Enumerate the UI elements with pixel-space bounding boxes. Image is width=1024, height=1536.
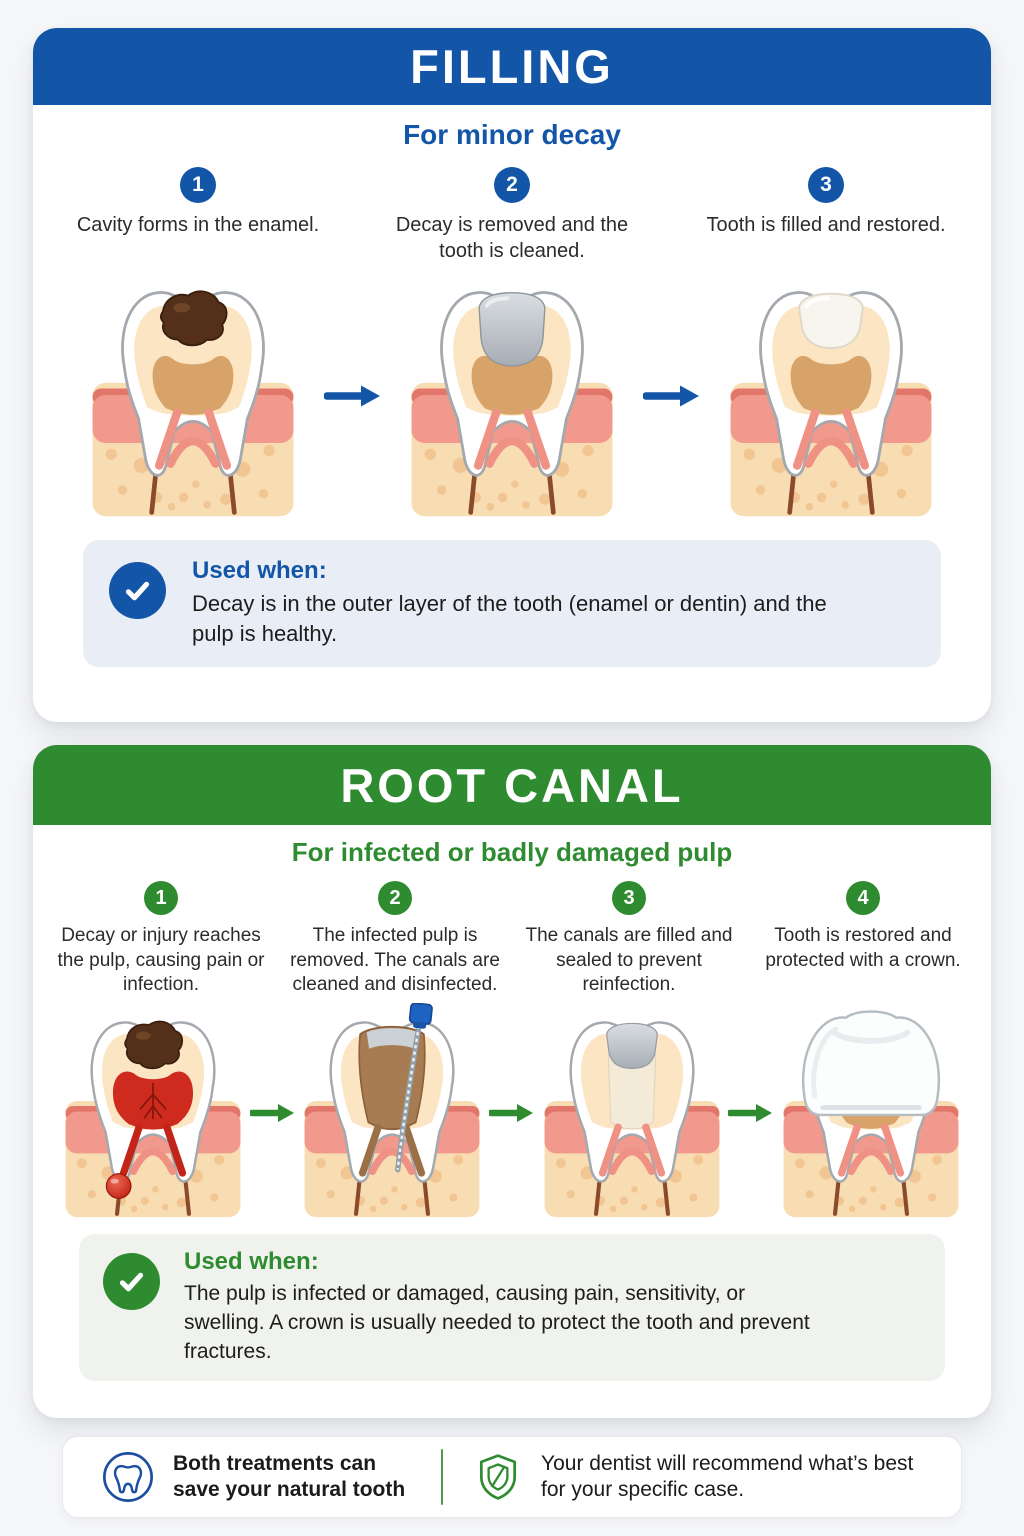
filling-step-1: 1 Cavity forms in the enamel. [73,167,323,264]
filling-illustrations-row [33,270,991,522]
root-canal-title: ROOT CANAL [340,758,684,812]
filling-title: FILLING [410,40,614,93]
step-text: The infected pulp is removed. The canals… [290,925,500,996]
root-canal-illustrations-row [33,1003,991,1222]
step-number-badge: 2 [378,881,412,915]
step-number-badge: 1 [144,881,178,915]
filling-steps-row: 1 Cavity forms in the enamel. 2 Decay is… [33,167,991,264]
tooth-crown-illustration [777,1003,965,1222]
step-number-badge: 3 [808,167,844,203]
tooth-icon [101,1450,155,1504]
arrow-right-icon [249,1102,296,1124]
tooth-decay-removed-illustration [404,270,620,522]
footer-left-text: Both treatments can save your natural to… [173,1451,406,1501]
step-number-badge: 2 [494,167,530,203]
tooth-canal-cleaning-illustration [298,1003,486,1222]
arrow-right-icon [642,383,701,409]
tooth-infected-pulp-illustration [59,1003,247,1222]
step-text: Decay is removed and the tooth is cleane… [395,214,629,262]
step-text: Tooth is restored and protected with a c… [765,925,961,971]
used-when-content: Used when: Decay is in the outer layer o… [192,557,872,650]
root-canal-step-1: 1 Decay or injury reaches the pulp, caus… [49,881,273,998]
footer-bar: Both treatments can save your natural to… [62,1436,962,1518]
footer-right-item: Your dentist will recommend what’s best … [473,1451,923,1504]
root-canal-subtitle: For infected or badly damaged pulp [291,837,733,867]
step-number-badge: 1 [180,167,216,203]
step-text: Cavity forms in the enamel. [76,214,320,236]
used-when-text: The pulp is infected or damaged, causing… [184,1282,810,1363]
footer-left-item: Both treatments can save your natural to… [101,1450,411,1504]
tooth-cavity-illustration [85,270,301,522]
filling-subtitle: For minor decay [403,119,621,150]
footer-right-text: Your dentist will recommend what’s best … [541,1451,914,1501]
root-canal-step-3: 3 The canals are filled and sealed to pr… [517,881,741,998]
root-canal-header-band: ROOT CANAL [33,745,991,825]
arrow-right-icon [488,1102,535,1124]
used-when-label: Used when: [192,557,327,584]
step-number-badge: 4 [846,881,880,915]
filling-section: FILLING For minor decay 1 Cavity forms i… [33,28,991,722]
root-canal-section: ROOT CANAL For infected or badly damaged… [33,745,991,1418]
step-text: Tooth is filled and restored. [706,214,946,236]
filling-header-band: FILLING [33,28,991,105]
step-text: The canals are filled and sealed to prev… [525,925,733,996]
root-canal-steps-row: 1 Decay or injury reaches the pulp, caus… [33,881,991,998]
tooth-filled-illustration [723,270,939,522]
check-circle-icon [103,1253,160,1311]
root-canal-used-when-box: Used when: The pulp is infected or damag… [79,1234,945,1381]
root-canal-step-2: 2 The infected pulp is removed. The cana… [283,881,507,998]
tooth-canals-sealed-illustration [538,1003,726,1222]
used-when-label: Used when: [184,1248,319,1276]
filling-step-3: 3 Tooth is filled and restored. [701,167,951,264]
used-when-text: Decay is in the outer layer of the tooth… [192,591,827,647]
filling-step-2: 2 Decay is removed and the tooth is clea… [387,167,637,264]
check-circle-icon [109,562,166,619]
step-text: Decay or injury reaches the pulp, causin… [57,925,265,996]
footer-divider [441,1449,443,1505]
shield-check-icon [473,1451,523,1503]
arrow-right-icon [323,383,382,409]
filling-used-when-box: Used when: Decay is in the outer layer o… [83,540,941,667]
arrow-right-icon [728,1102,774,1124]
used-when-content: Used when: The pulp is infected or damag… [184,1248,814,1367]
step-number-badge: 3 [612,881,646,915]
root-canal-step-4: 4 Tooth is restored and protected with a… [751,881,975,998]
